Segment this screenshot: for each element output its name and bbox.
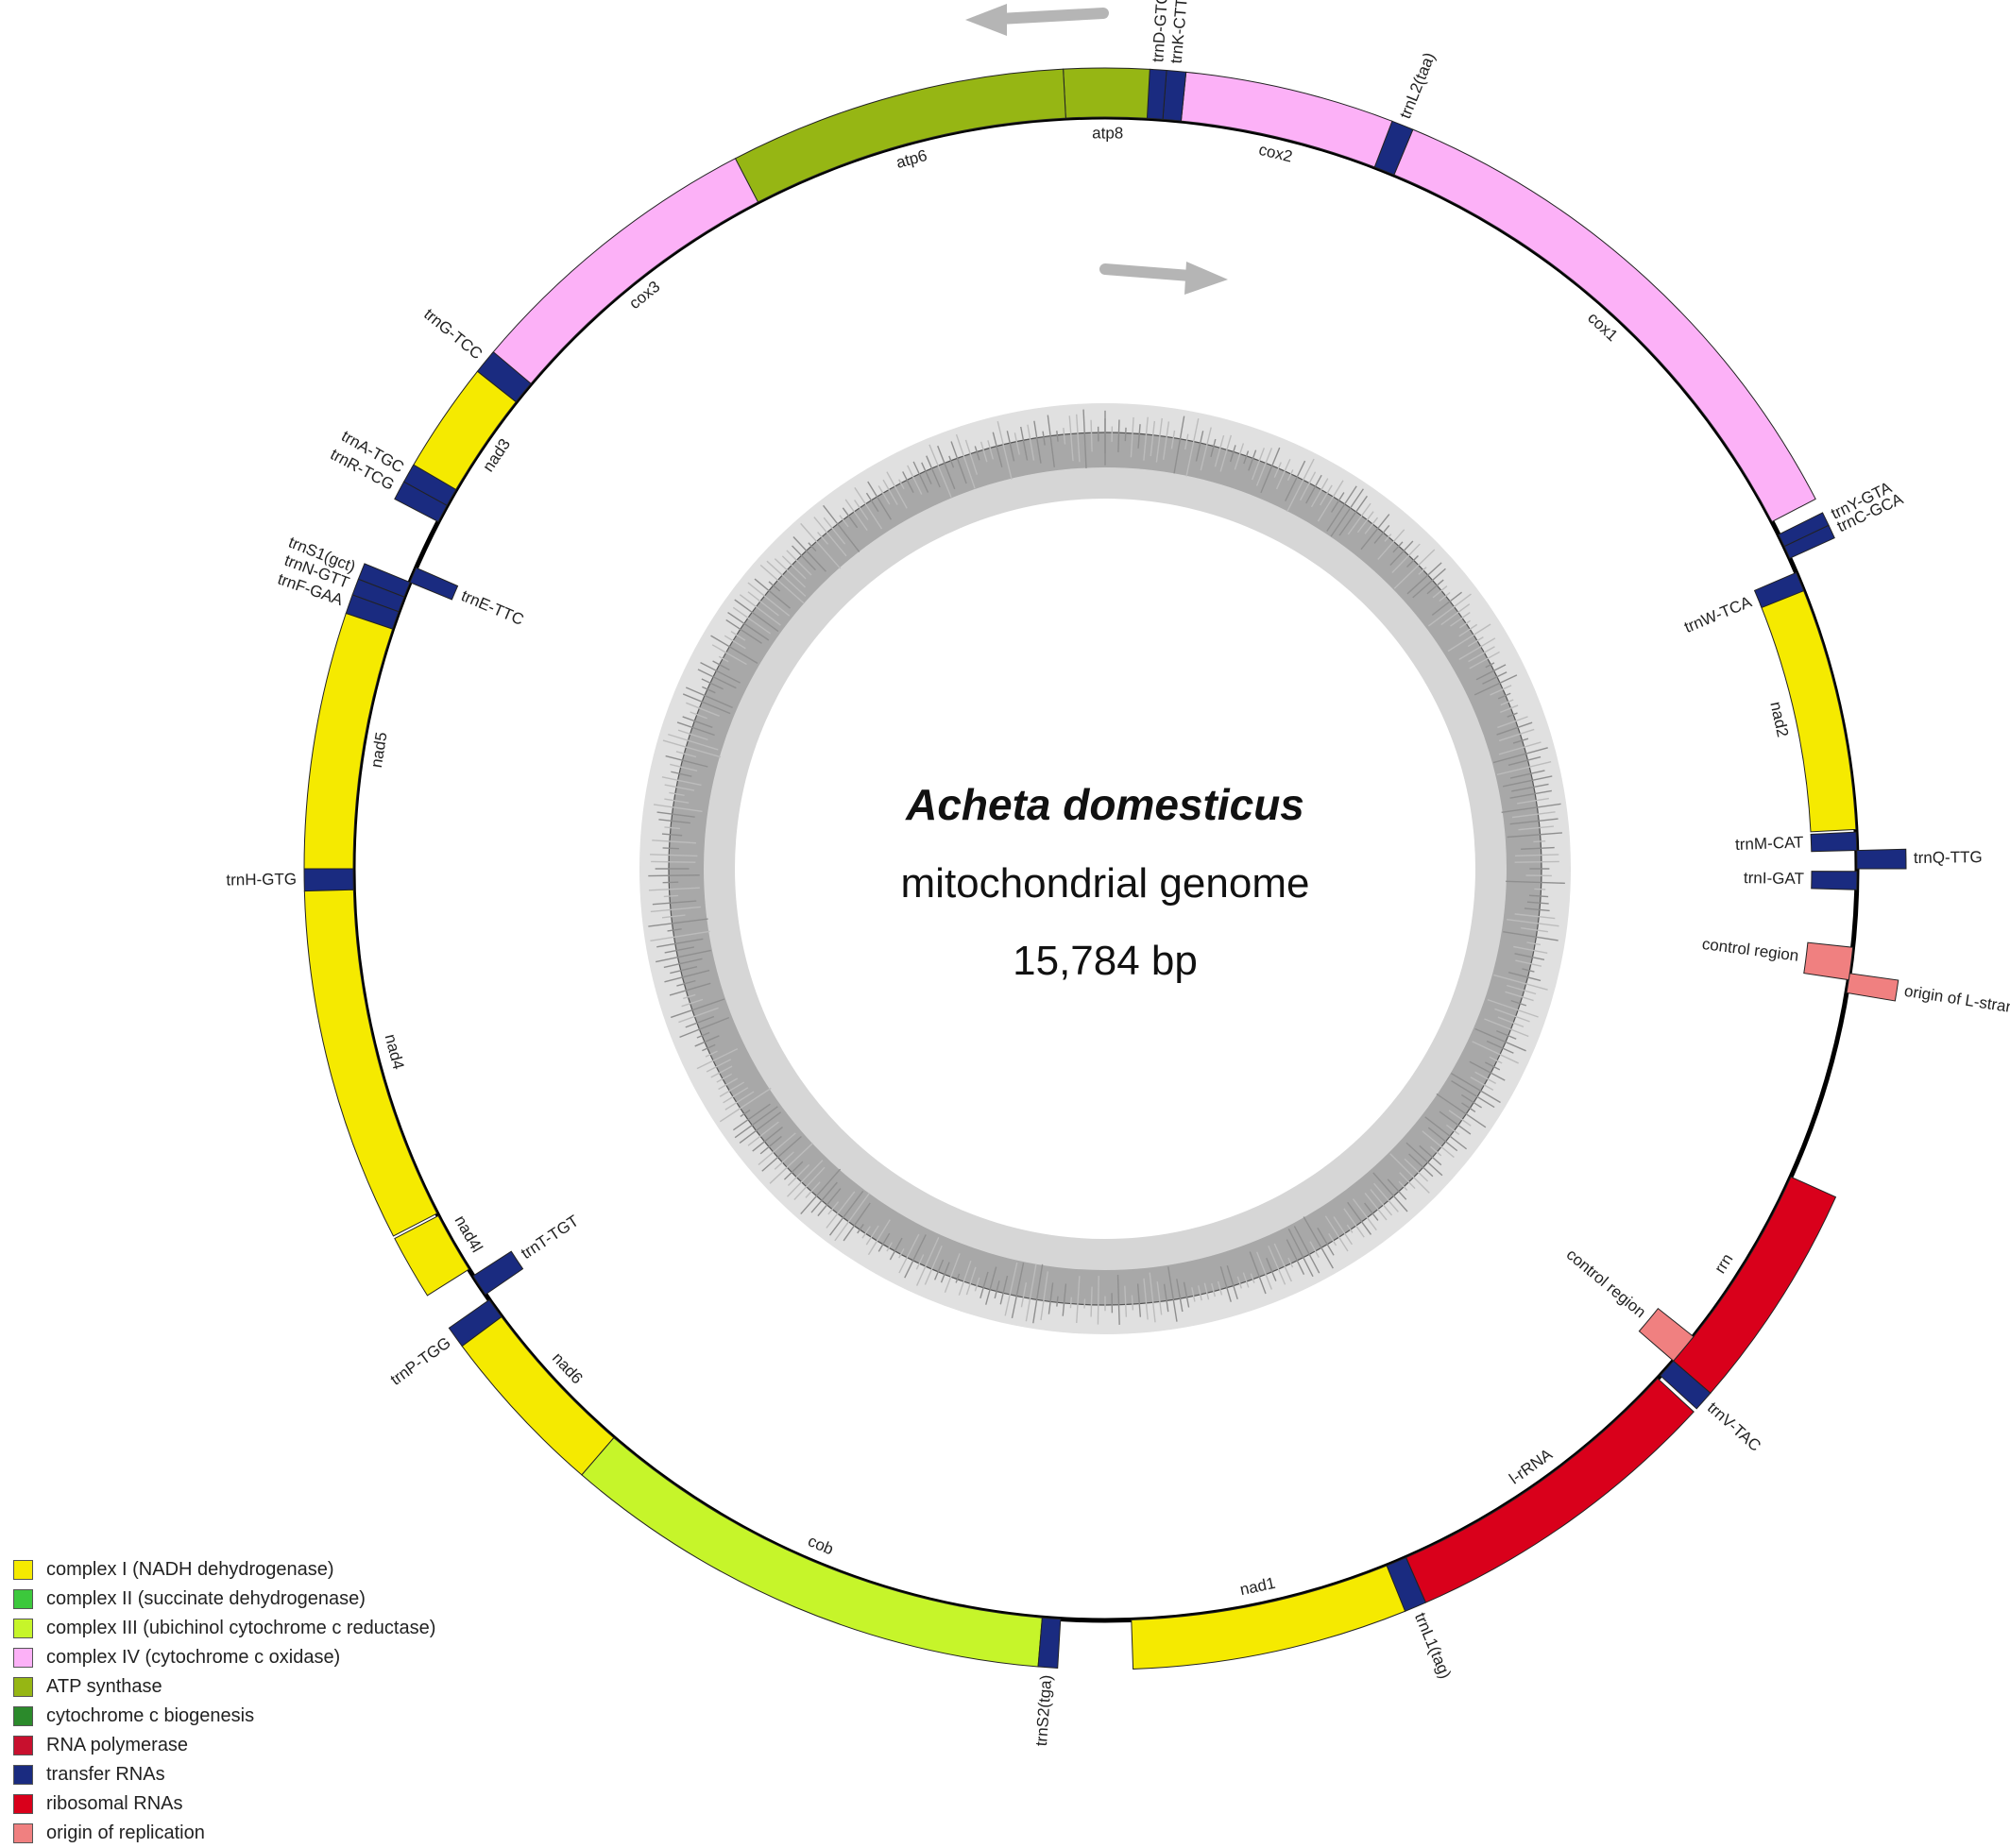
gene-label-trnq-ttg: trnQ-TTG [1914,848,1983,867]
gc-tick [1132,1296,1133,1311]
gc-tick [663,882,679,883]
legend-label: complex IV (cytochrome c oxidase) [46,1647,340,1669]
gene-label-trnw-tca: trnW-TCA [1681,592,1754,636]
legend-item: RNA polymerase [13,1731,674,1760]
gene-nad6 [462,1317,614,1475]
legend-item: complex I (NADH dehydrogenase) [13,1555,674,1585]
gene-trnh-gtg [304,869,353,891]
legend-swatch [13,1648,33,1668]
strand-arrow-inner [1105,262,1228,295]
legend-label: RNA polymerase [46,1735,188,1756]
gene-label-nad4: nad4 [382,1032,408,1071]
gene-label-control-region: control region [1701,935,1800,965]
gene-label-trnk-ctt: trnK-CTT [1167,0,1191,64]
gene-trnt-tgt [473,1251,523,1295]
gene-origin-of-l-strand-replication [1847,974,1899,1001]
gc-tick [1533,841,1545,842]
legend-swatch [13,1560,33,1580]
gene-label-trni-gat: trnI-GAT [1744,869,1804,888]
gc-tick [1125,428,1126,441]
legend-swatch [13,1619,33,1638]
legend-item: complex II (succinate dehydrogenase) [13,1585,674,1614]
gc-tick [1098,1276,1099,1325]
legend-label: cytochrome c biogenesis [46,1705,254,1727]
legend-label: ATP synthase [46,1676,162,1698]
gc-tick [664,895,678,896]
genome-subtitle: mitochondrial genome [901,860,1310,907]
gene-label-trns2-tga: trnS2(tga) [1032,1674,1055,1747]
legend-swatch [13,1736,33,1755]
gene-label-trnv-tac: trnV-TAC [1704,1399,1764,1455]
gc-tick [1070,1297,1071,1309]
gene-atp8 [1064,68,1153,118]
gene-nad4 [304,890,436,1236]
gene-rrn [1674,1177,1836,1393]
gc-tick [1534,889,1545,890]
gc-tick [663,848,679,849]
gene-label-trng-tcc: trnG-TCC [420,305,485,363]
gene-label-trnl2-taa: trnL2(taa) [1396,50,1439,121]
gene-trnd-gtc [1147,69,1167,119]
legend-label: complex I (NADH dehydrogenase) [46,1559,334,1581]
gene-trne-ttc [410,568,457,600]
legend-label: transfer RNAs [46,1764,165,1786]
gene-label-atp6: atp6 [894,146,929,172]
gene-label-trnt-tgt: trnT-TGT [518,1212,582,1263]
legend-swatch [13,1823,33,1843]
gene-label-cox2: cox2 [1257,141,1294,166]
organism-name: Acheta domesticus [905,780,1304,829]
strand-arrow-outer [965,4,1103,36]
gene-cox3 [491,159,758,386]
gene-label-trne-ttc: trnE-TTC [459,586,527,629]
legend-label: complex II (succinate dehydrogenase) [46,1588,366,1610]
legend-label: ribosomal RNAs [46,1793,182,1815]
gene-label-trnl1-tag: trnL1(tag) [1411,1610,1455,1681]
gc-tick [648,875,699,876]
legend-swatch [13,1706,33,1726]
genome-size: 15,784 bp [1013,938,1198,984]
gene-label-origin-of-l-strand-replication: origin of L-strand replication [1903,982,2010,1030]
gc-tick [651,861,695,862]
legend-item: complex III (ubichinol cytochrome c redu… [13,1614,674,1643]
gene-atp6 [735,69,1065,202]
legend-item: ATP synthase [13,1672,674,1702]
gene-trnm-cat [1811,832,1857,852]
legend-item: cytochrome c biogenesis [13,1702,674,1731]
legend-label: origin of replication [46,1823,205,1844]
legend-item: transfer RNAs [13,1760,674,1789]
gene-trni-gat [1812,872,1857,890]
gene-label-trnp-tgg: trnP-TGG [387,1333,454,1389]
legend-item: complex IV (cytochrome c oxidase) [13,1643,674,1672]
gene-label-rrn: rrn [1711,1250,1736,1277]
legend-label: complex III (ubichinol cytochrome c redu… [46,1618,435,1639]
legend-item: origin of replication [13,1819,674,1848]
legend-item: ribosomal RNAs [13,1789,674,1819]
gene-trnq-ttg [1857,849,1906,869]
legend-swatch [13,1794,33,1814]
gene-label-cob: cob [806,1532,837,1558]
gene-label-trnh-gtg: trnH-GTG [226,870,297,889]
gene-label-trnm-cat: trnM-CAT [1735,833,1804,854]
legend-swatch [13,1677,33,1697]
gene-label-nad2: nad2 [1766,700,1792,738]
gc-tick [1515,861,1559,862]
gene-trns2-tga [1038,1618,1061,1668]
gene-label-control-region: control region [1563,1246,1649,1321]
legend: complex I (NADH dehydrogenase) complex II… [13,1555,674,1848]
gene-label-nad5: nad5 [367,731,391,769]
gene-label-nad1: nad1 [1238,1574,1277,1599]
legend-swatch [13,1589,33,1609]
gene-label-atp8: atp8 [1092,124,1123,142]
gene-control-region [1804,942,1853,979]
gene-l-rrna [1406,1379,1695,1602]
legend-swatch [13,1765,33,1785]
